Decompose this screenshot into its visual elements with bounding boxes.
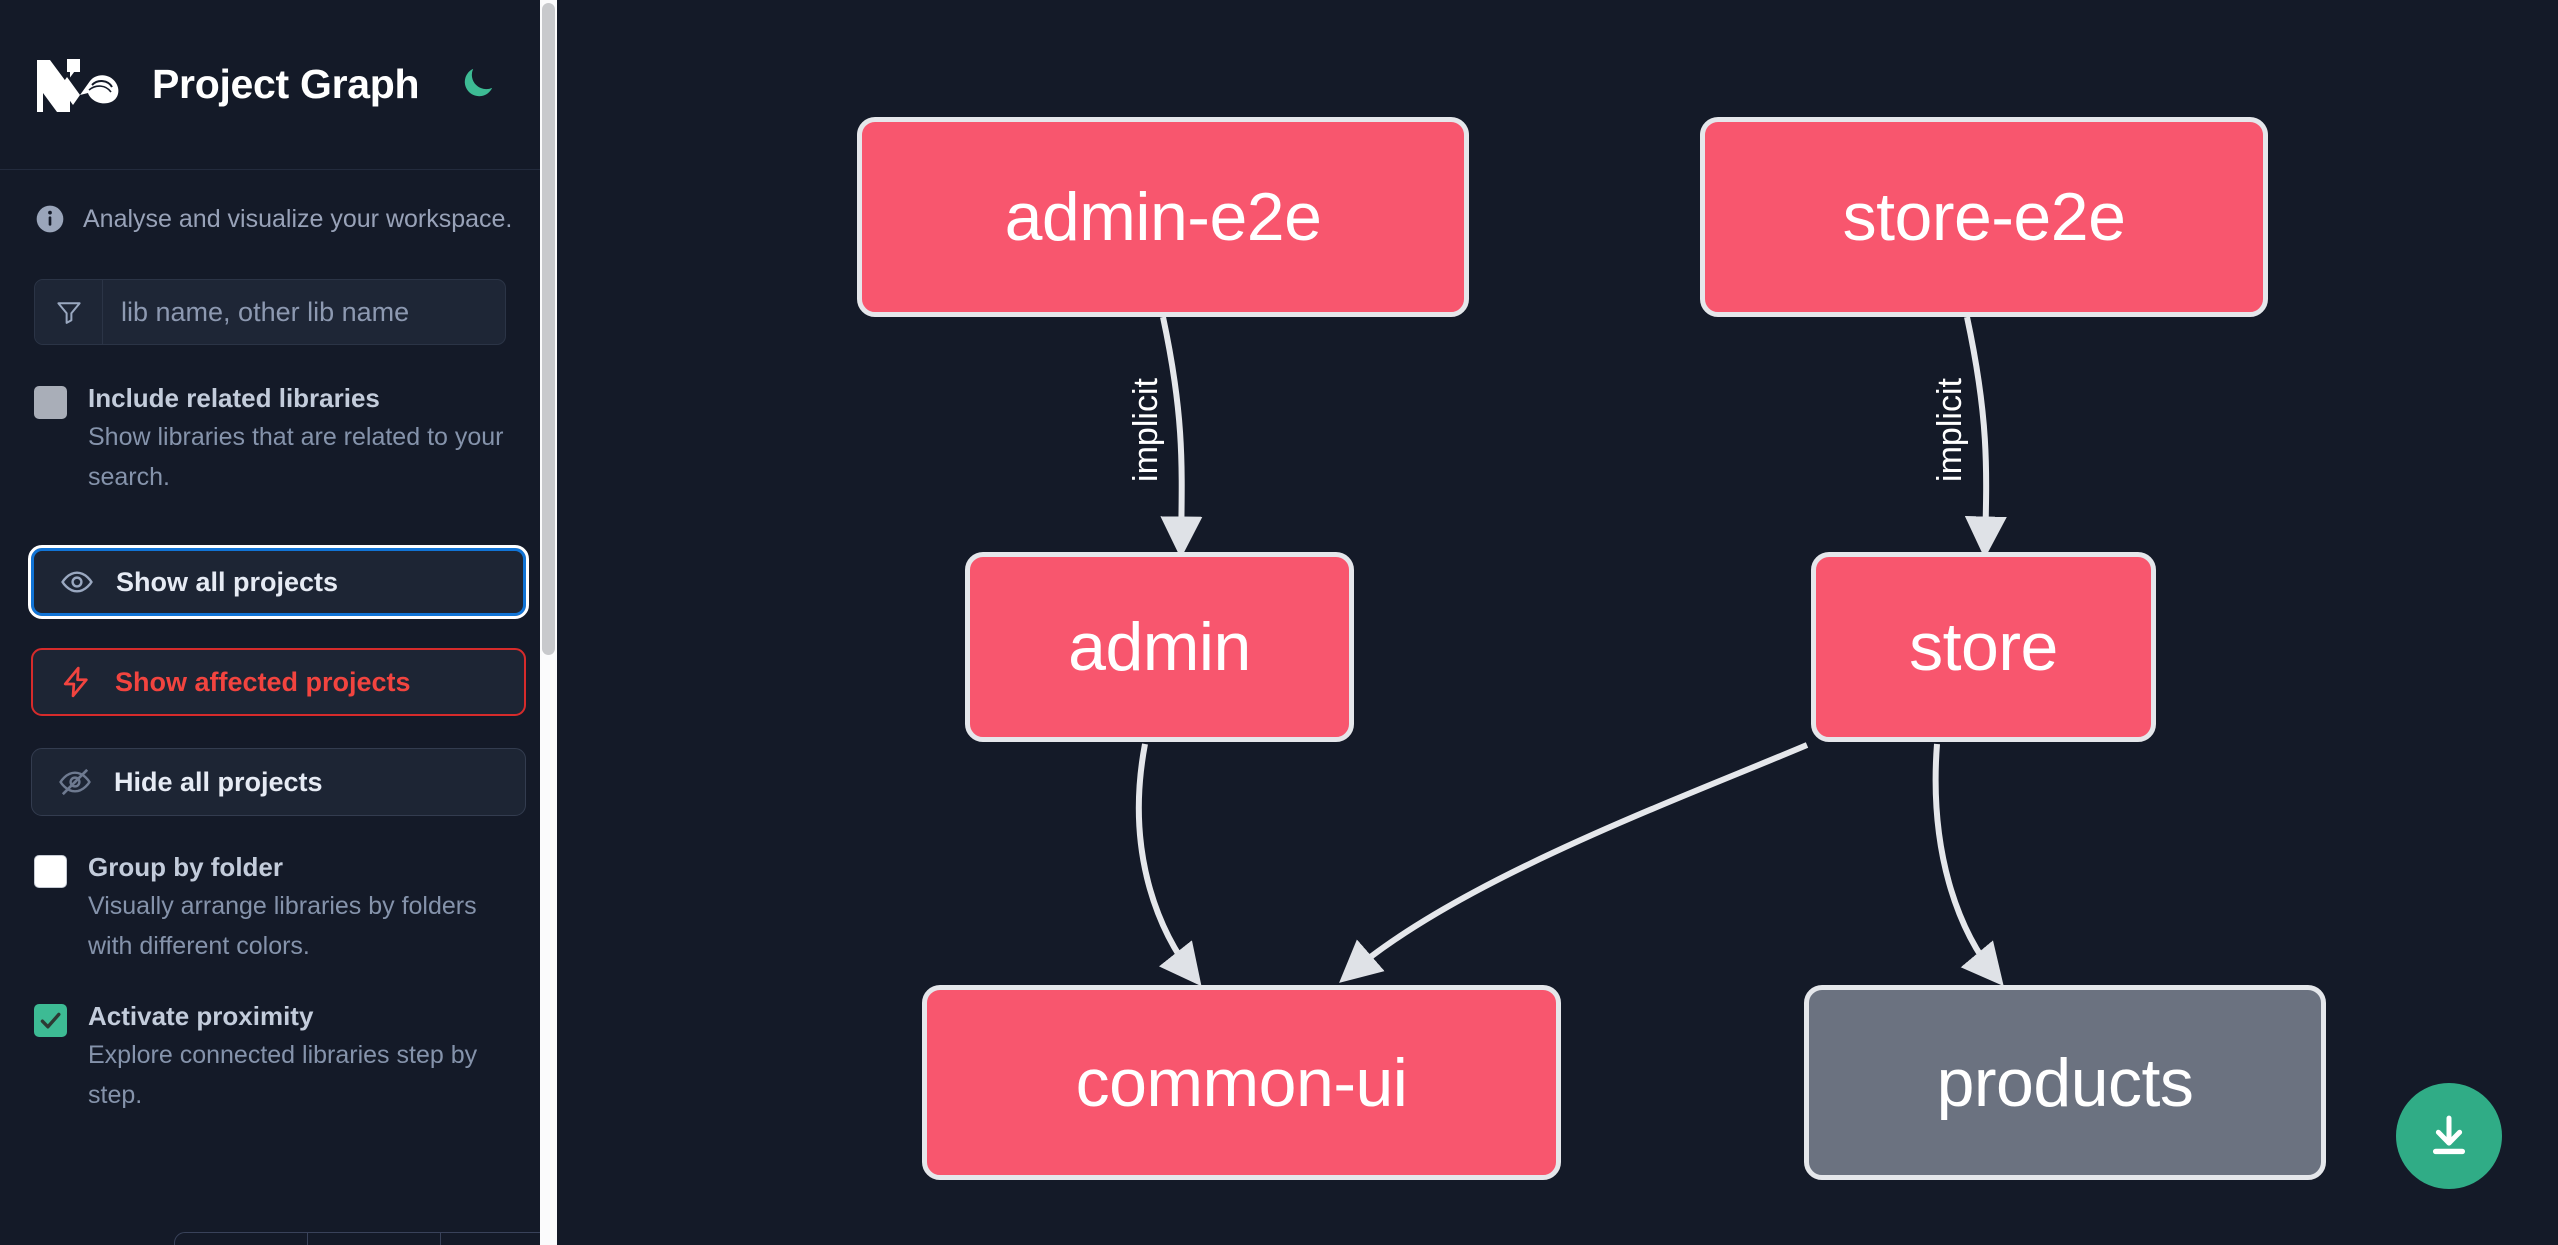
graph-node-products[interactable]: products xyxy=(1804,985,2326,1180)
graph-node-admin[interactable]: admin xyxy=(965,552,1354,742)
download-icon xyxy=(2424,1111,2474,1161)
sidebar-scrollbar-track[interactable] xyxy=(540,0,557,1245)
workspace-subtitle-row: Analyse and visualize your workspace. xyxy=(0,170,540,235)
lightning-bolt-icon xyxy=(59,665,93,699)
edge-store-products xyxy=(1932,743,2004,987)
include-related-libraries-label: Include related libraries xyxy=(88,383,380,413)
node-label: store-e2e xyxy=(1842,179,2126,255)
group-by-folder-texts: Group by folder Visually arrange librari… xyxy=(88,848,506,966)
nx-logo-icon xyxy=(34,55,128,115)
edge-store-common-ui xyxy=(1339,742,1809,983)
project-action-buttons: Show all projects Show affected projects xyxy=(0,545,540,816)
include-related-libraries-checkbox[interactable] xyxy=(34,386,67,419)
show-affected-projects-button[interactable]: Show affected projects xyxy=(31,648,526,716)
search-field-wrapper xyxy=(34,279,506,345)
checkbox-row-activate-proximity[interactable]: Activate proximity Explore connected lib… xyxy=(0,997,540,1115)
node-label: common-ui xyxy=(1075,1044,1408,1121)
group-by-folder-label: Group by folder xyxy=(88,852,283,882)
graph-canvas[interactable]: implicit implicit admin-e2e store-e2e ad… xyxy=(557,0,2558,1245)
sidebar-content: Project Graph Ana xyxy=(0,0,557,1245)
workspace-subtitle: Analyse and visualize your workspace. xyxy=(83,204,513,233)
node-label: store xyxy=(1909,609,2058,685)
graph-node-store[interactable]: store xyxy=(1811,552,2156,742)
include-related-libraries-description: Show libraries that are related to your … xyxy=(88,423,504,491)
sidebar-header: Project Graph xyxy=(0,0,540,170)
hide-all-projects-button[interactable]: Hide all projects xyxy=(31,748,526,816)
info-icon xyxy=(34,203,66,235)
edge-store-e2e-store xyxy=(1964,316,2007,559)
filter-funnel-icon[interactable] xyxy=(35,280,103,344)
graph-edges: implicit implicit xyxy=(1125,316,2007,987)
edge-label-implicit-store: implicit xyxy=(1931,378,1969,482)
graph-node-store-e2e[interactable]: store-e2e xyxy=(1700,117,2268,317)
edge-label-implicit-admin: implicit xyxy=(1127,378,1165,482)
group-by-folder-checkbox[interactable] xyxy=(34,855,67,888)
moon-icon xyxy=(458,63,498,106)
search-input[interactable] xyxy=(103,280,505,344)
graph-node-common-ui[interactable]: common-ui xyxy=(922,985,1561,1180)
show-all-projects-label: Show all projects xyxy=(116,566,339,597)
edge-admin-e2e-admin xyxy=(1160,316,1203,559)
activate-proximity-label: Activate proximity xyxy=(88,1001,314,1031)
show-all-projects-button[interactable]: Show all projects xyxy=(28,545,529,619)
show-affected-projects-label: Show affected projects xyxy=(115,666,411,697)
download-graph-button[interactable] xyxy=(2396,1083,2502,1189)
proximity-step-decrease[interactable] xyxy=(175,1233,308,1245)
hide-all-projects-label: Hide all projects xyxy=(114,766,323,797)
sidebar: Project Graph Ana xyxy=(0,0,557,1245)
checkbox-row-include-related-libraries[interactable]: Include related libraries Show libraries… xyxy=(0,379,540,497)
sidebar-scrollbar-thumb[interactable] xyxy=(542,3,555,655)
theme-toggle-button[interactable] xyxy=(455,62,501,108)
activate-proximity-description: Explore connected libraries step by step… xyxy=(88,1041,478,1109)
include-related-libraries-texts: Include related libraries Show libraries… xyxy=(88,379,506,497)
group-by-folder-description: Visually arrange libraries by folders wi… xyxy=(88,892,477,960)
node-label: admin xyxy=(1068,609,1251,685)
graph-node-admin-e2e[interactable]: admin-e2e xyxy=(857,117,1469,317)
edge-admin-common-ui xyxy=(1135,743,1202,987)
eye-icon xyxy=(60,565,94,599)
eye-off-icon xyxy=(58,765,92,799)
node-label: admin-e2e xyxy=(1004,179,1322,255)
page-title: Project Graph xyxy=(152,61,420,107)
node-label: products xyxy=(1936,1044,2194,1121)
activate-proximity-checkbox[interactable] xyxy=(34,1004,67,1037)
checkbox-row-group-by-folder[interactable]: Group by folder Visually arrange librari… xyxy=(0,848,540,966)
proximity-step-value[interactable] xyxy=(308,1233,441,1245)
activate-proximity-texts: Activate proximity Explore connected lib… xyxy=(88,997,506,1115)
checkmark-icon xyxy=(37,1007,64,1034)
proximity-stepper-control[interactable] xyxy=(174,1232,557,1245)
